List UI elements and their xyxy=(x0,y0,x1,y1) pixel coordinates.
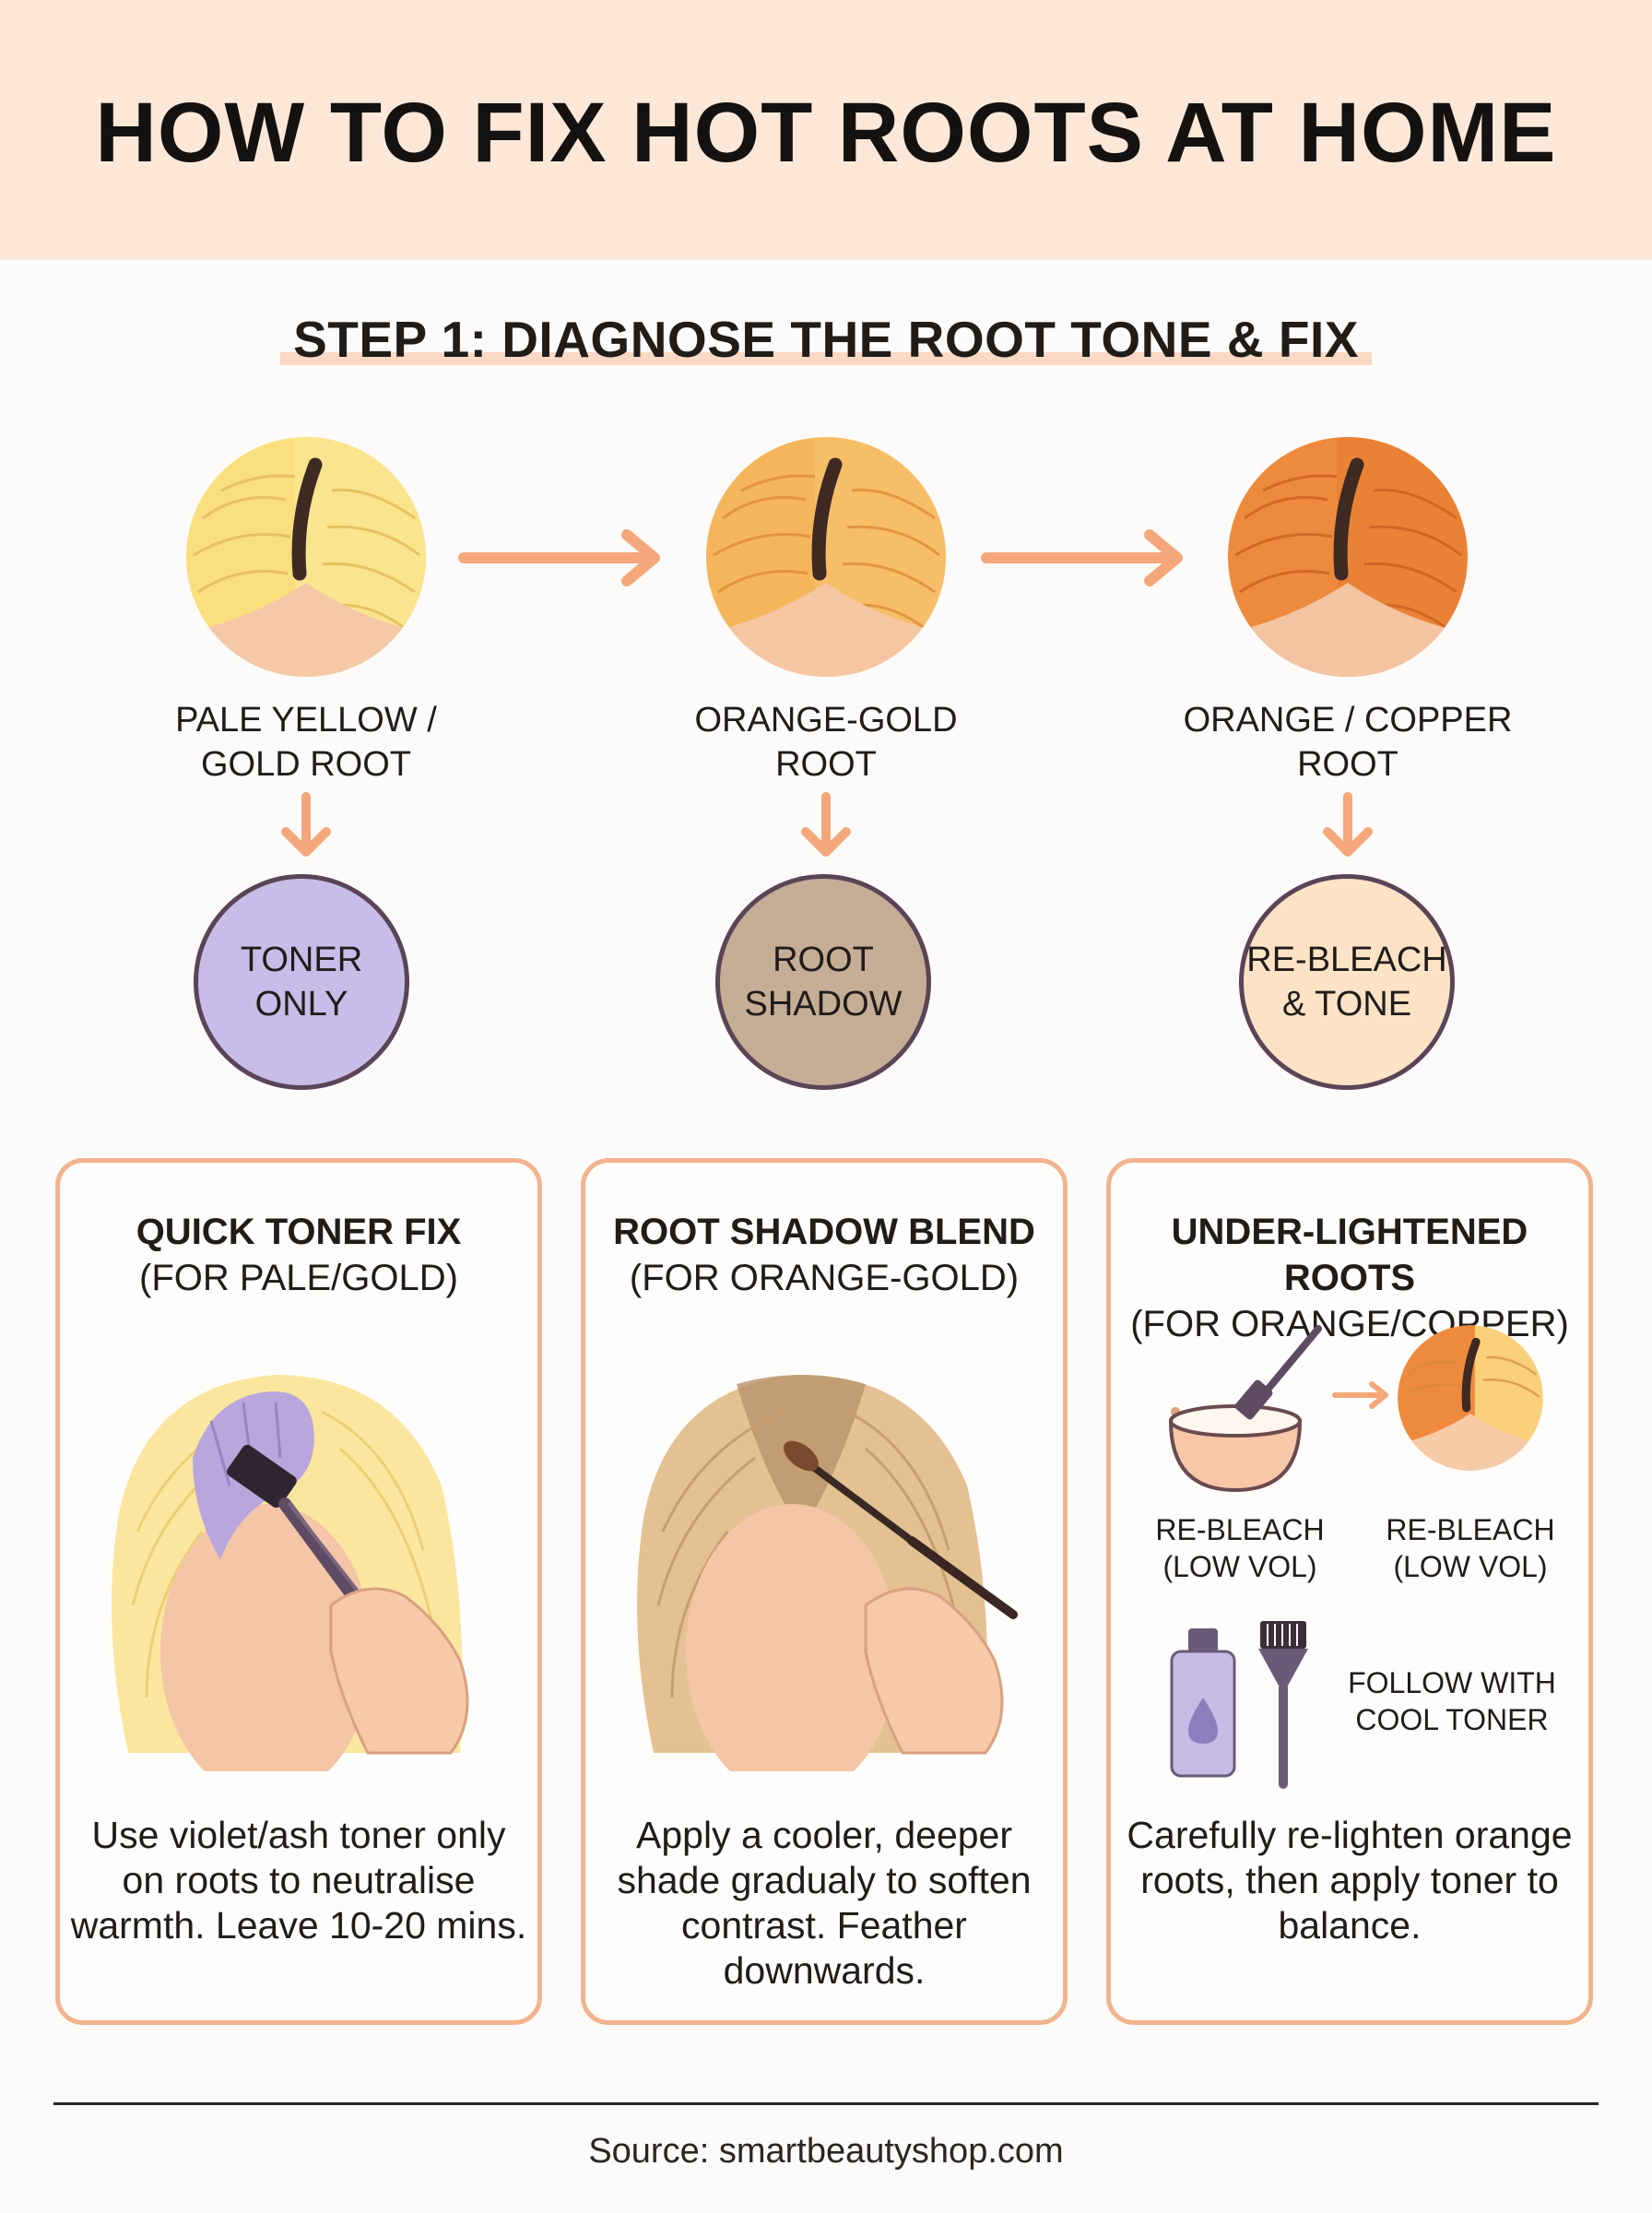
card-title: ROOT SHADOW BLEND (FOR ORANGE-GOLD) xyxy=(613,1212,1035,1298)
tint-brush-icon xyxy=(1258,1621,1308,1789)
card-title: QUICK TONER FIX (FOR PALE/GOLD) xyxy=(136,1212,462,1298)
root-shadow-illustration-icon xyxy=(637,1375,1018,1771)
source-credit: Source: smartbeautyshop.com xyxy=(588,2132,1064,2171)
toned-root-swatch-icon xyxy=(1398,1325,1543,1471)
toner-application-illustration-icon xyxy=(112,1375,469,1771)
header-banner xyxy=(0,0,1652,260)
step-label-follow-with-toner: FOLLOW WITH COOL TONER xyxy=(1348,1666,1556,1736)
bleach-bowl-brush-icon xyxy=(1168,1325,1322,1493)
page-title: HOW TO FIX HOT ROOTS AT HOME xyxy=(95,86,1557,180)
step-label-re-bleach: RE-BLEACH (LOW VOL) xyxy=(1155,1513,1325,1583)
card-description: Use violet/ash toner only on roots to ne… xyxy=(70,1814,527,1947)
card-title: UNDER-LIGHTENED ROOTS (FOR ORANGE/COPPER… xyxy=(1130,1212,1569,1344)
toner-bottle-icon xyxy=(1170,1628,1236,1778)
root-label-pale-yellow: PALE YELLOW / GOLD ROOT xyxy=(175,701,437,784)
pale-yellow-root-swatch-icon xyxy=(186,437,426,677)
card-under-lightened-roots: UNDER-LIGHTENED ROOTS (FOR ORANGE/COPPER… xyxy=(1106,1158,1593,2025)
footer-divider xyxy=(53,2102,1599,2105)
card-root-shadow-blend: ROOT SHADOW BLEND (FOR ORANGE-GOLD) Appl… xyxy=(581,1158,1068,2025)
step-label-re-bleach-2: RE-BLEACH (LOW VOL) xyxy=(1386,1513,1555,1583)
step-title: STEP 1: DIAGNOSE THE ROOT TONE & FIX xyxy=(280,310,1372,369)
arrow-right-icon xyxy=(458,529,660,586)
card-description: Apply a cooler, deeper shade gradualy to… xyxy=(617,1814,1032,1992)
arrow-right-icon xyxy=(981,529,1183,586)
root-label-orange-gold: ORANGE-GOLD ROOT xyxy=(694,701,958,784)
arrow-down-icon xyxy=(281,792,331,857)
solution-re-bleach-tone: RE-BLEACH& TONE xyxy=(1239,874,1455,1090)
orange-gold-root-swatch-icon xyxy=(706,437,946,677)
arrow-down-icon xyxy=(1323,792,1373,857)
arrow-down-icon xyxy=(801,792,851,857)
orange-copper-root-swatch-icon xyxy=(1228,437,1468,677)
card-description: Carefully re-lighten orange roots, then … xyxy=(1127,1814,1573,1947)
step-title-container: STEP 1: DIAGNOSE THE ROOT TONE & FIX xyxy=(0,310,1652,369)
root-label-orange-copper: ORANGE / COPPER ROOT xyxy=(1183,701,1513,784)
arrow-right-icon xyxy=(1332,1381,1388,1409)
card-quick-toner-fix: QUICK TONER FIX (FOR PALE/GOLD) Use viol… xyxy=(55,1158,542,2025)
